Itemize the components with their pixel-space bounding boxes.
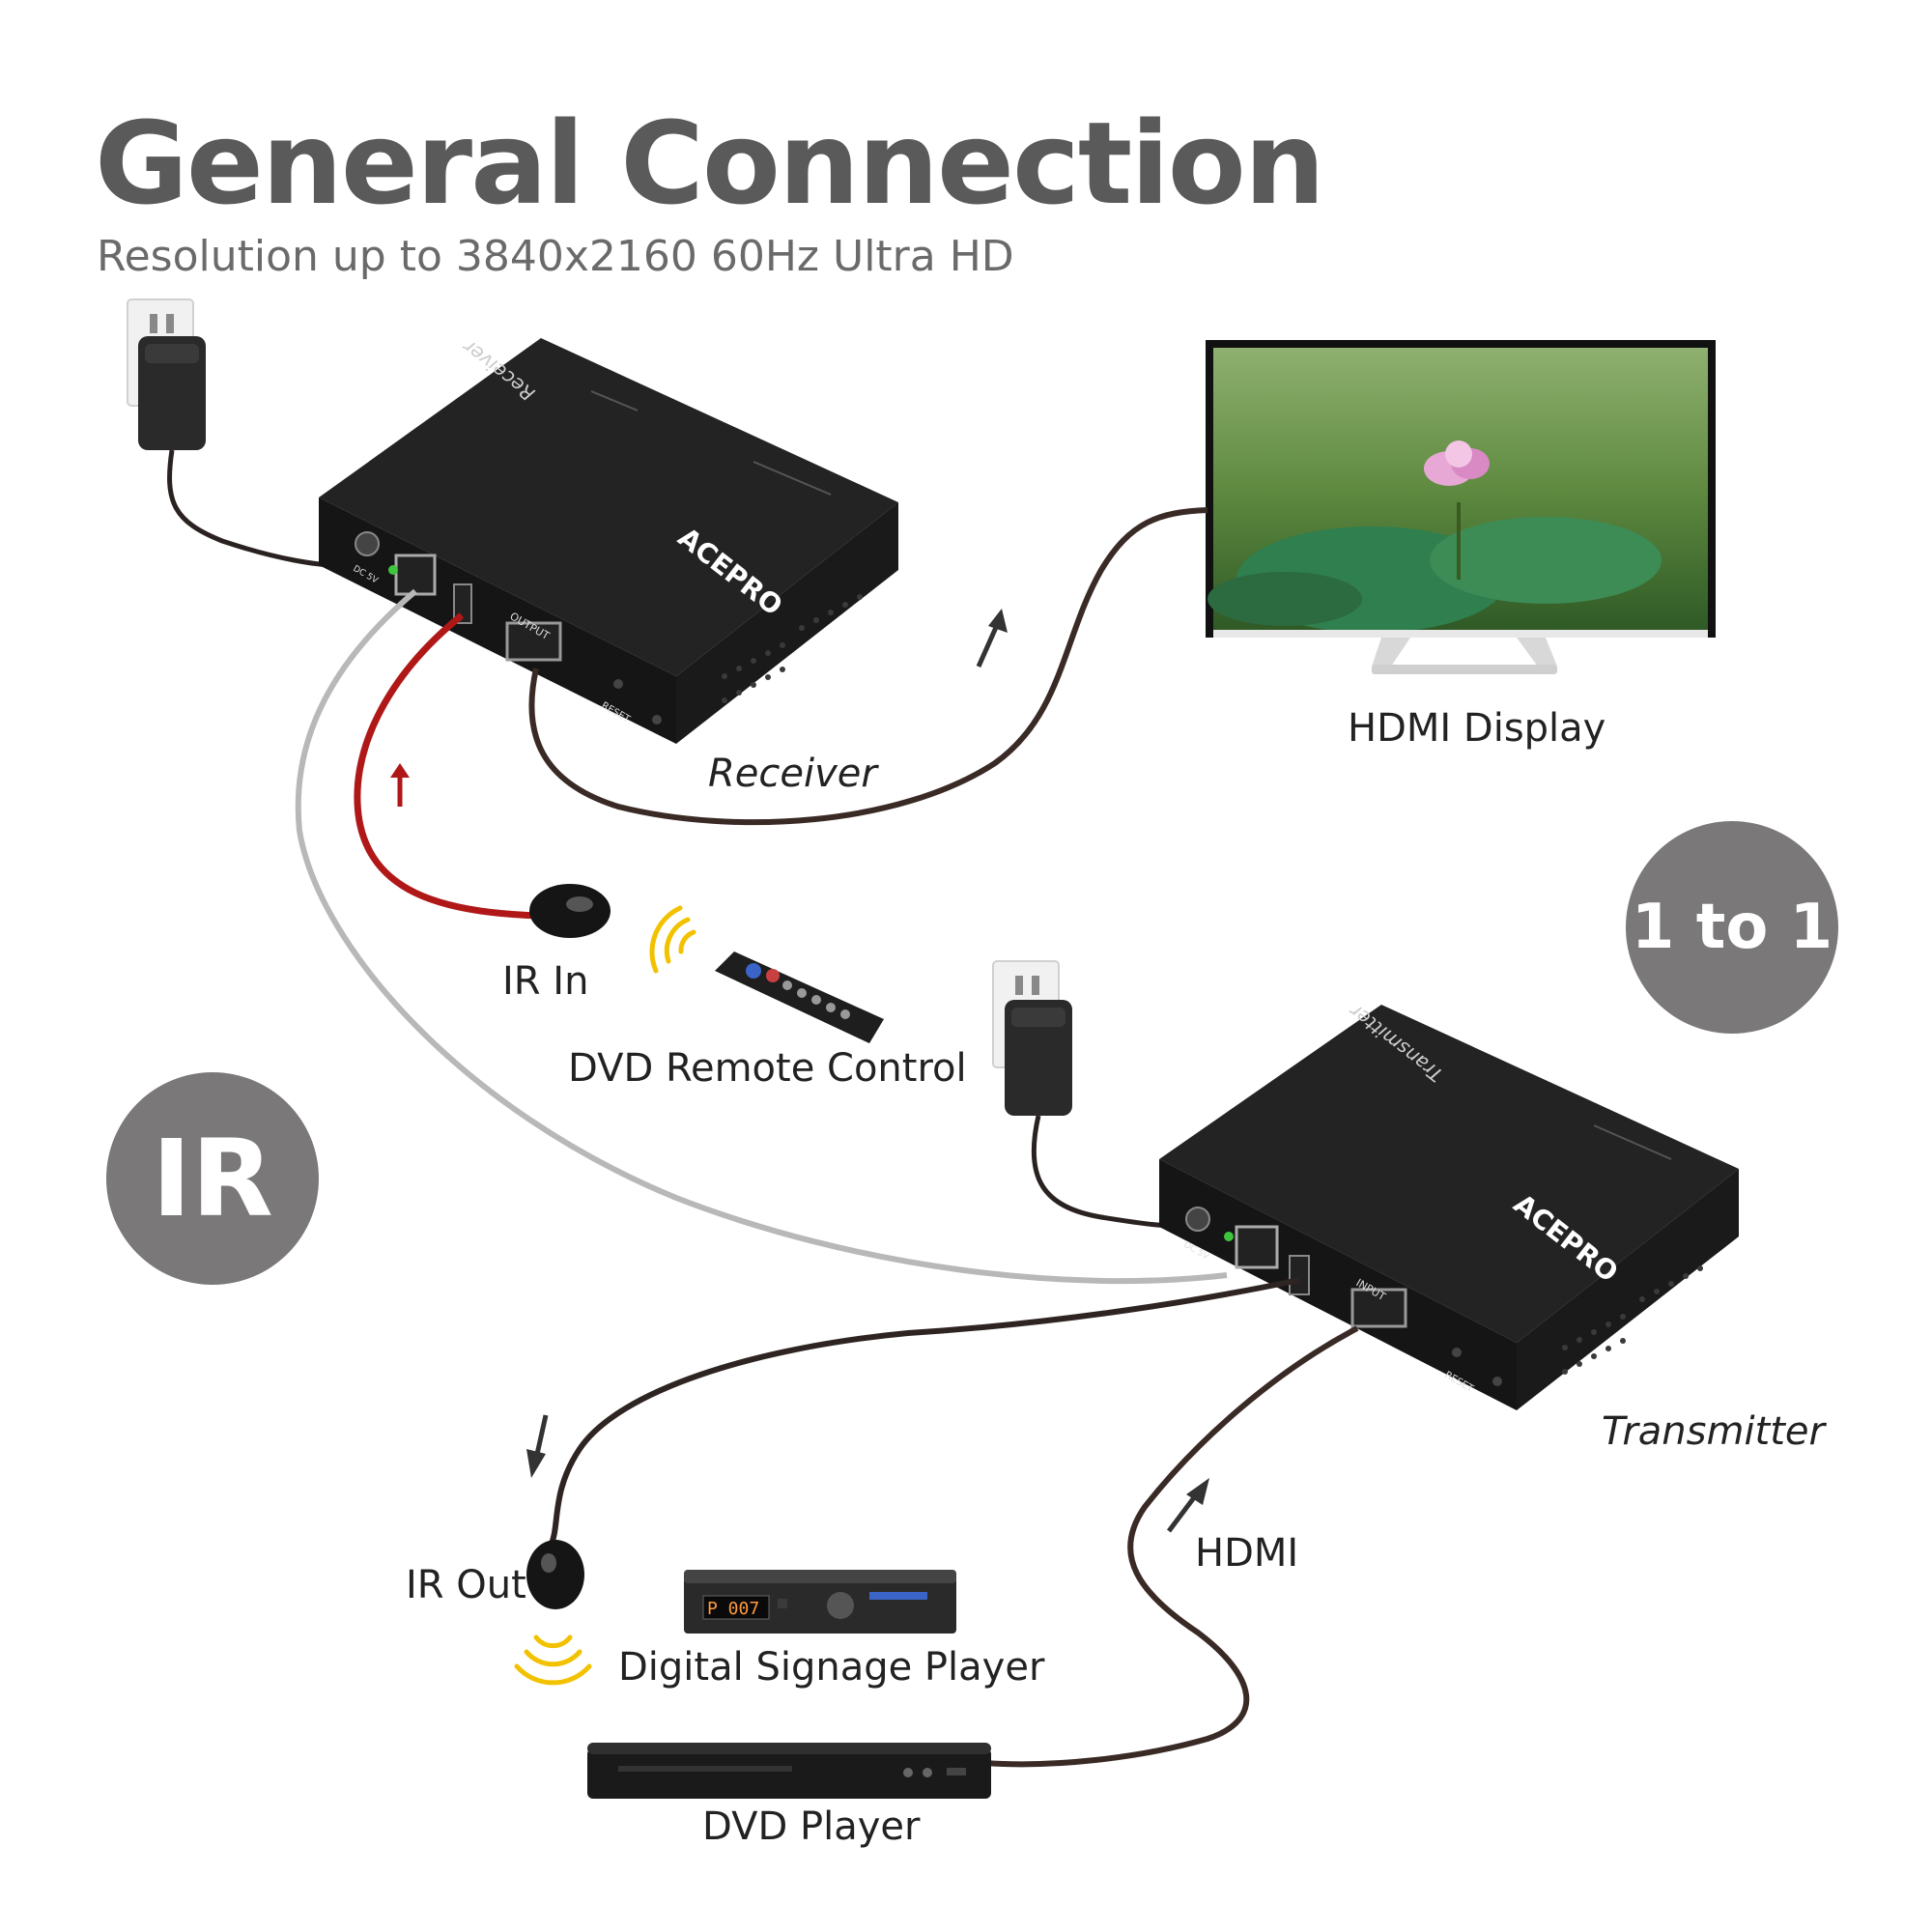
- ir-out-signal-waves-icon: [514, 1634, 592, 1686]
- receiver-hdmi-cable: [528, 507, 1208, 826]
- digital-signage-label: Digital Signage Player: [618, 1645, 1045, 1690]
- remote-signal-waves-icon: [649, 905, 696, 974]
- ir-badge-text: IR: [152, 1117, 273, 1240]
- power-adapter-receiver-icon: [138, 336, 206, 450]
- dvd-remote-control-icon: [715, 952, 884, 1043]
- power-adapter-transmitter-icon: [1005, 1000, 1072, 1116]
- receiver-device: ACEPRO Receiver OUTPUT RESET DC 5V: [319, 334, 898, 744]
- ir-out-cable: [548, 1277, 1300, 1548]
- ir-in-cable: [354, 612, 542, 920]
- ir-out-arrow-icon: [526, 1414, 549, 1478]
- receiver-power-cable: [167, 449, 337, 568]
- ir-badge: IR: [106, 1072, 319, 1285]
- ir-receiver-eye-icon: [529, 884, 611, 938]
- hdmi-display-label: HDMI Display: [1348, 706, 1606, 751]
- cat6-cable: [295, 588, 1228, 1285]
- ir-in-arrow-icon: [390, 763, 410, 807]
- dvd-remote-label: DVD Remote Control: [568, 1046, 967, 1091]
- transmitter-device: ACEPRO Transmitter INPUT RESET DC 5V: [1159, 999, 1739, 1410]
- one-to-one-badge: 1 to 1: [1626, 821, 1838, 1034]
- ir-in-label: IR In: [502, 959, 589, 1004]
- receiver-label: Receiver: [708, 752, 877, 796]
- dvd-player-icon: [587, 1743, 991, 1799]
- dvd-player-label: DVD Player: [702, 1804, 921, 1849]
- transmitter-power-cable: [1031, 1115, 1179, 1229]
- display-cable-arrow-icon: [976, 609, 1008, 668]
- page-title: General Connection: [95, 97, 1325, 230]
- signage-display-text: P 007: [707, 1599, 759, 1619]
- ir-emitter-eye-icon: [526, 1540, 584, 1609]
- one-to-one-badge-text: 1 to 1: [1631, 892, 1833, 963]
- transmitter-label: Transmitter: [1602, 1409, 1825, 1454]
- hdmi-label: HDMI: [1195, 1531, 1299, 1576]
- ir-out-label: IR Out: [406, 1563, 526, 1607]
- hdmi-display-monitor: [1206, 340, 1716, 674]
- transmitter-hdmi-cable: [984, 1325, 1359, 1768]
- digital-signage-player-icon: P 007: [684, 1570, 956, 1634]
- hdmi-cable-arrow-icon: [1167, 1478, 1209, 1533]
- page-subtitle: Resolution up to 3840x2160 60Hz Ultra HD: [97, 232, 1014, 281]
